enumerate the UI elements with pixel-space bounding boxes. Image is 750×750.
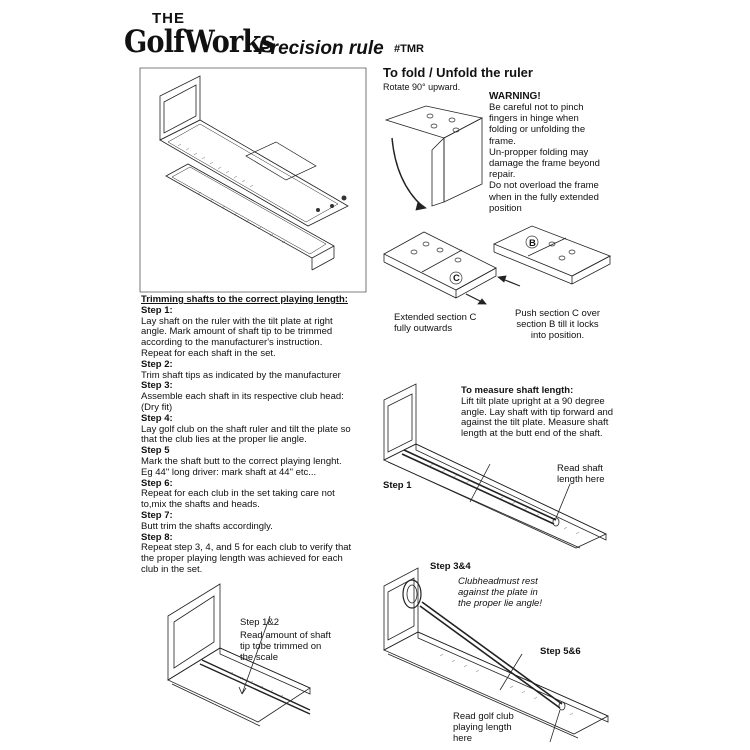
section-b-label: B — [529, 238, 536, 249]
step-text: club in the set. — [141, 563, 203, 575]
clubhead-note-line: against the plate in — [458, 587, 538, 598]
step-text: the proper playing length was achieved f… — [141, 553, 343, 565]
step34-label: Step 3&4 — [430, 561, 471, 572]
step-text: according to the manufacturer's instruct… — [141, 337, 323, 349]
step-text: Assemble each shaft in its respective cl… — [141, 391, 344, 403]
step-label: Step 1: — [141, 304, 173, 316]
step12-label: Step 1&2 — [240, 617, 280, 628]
step-text: Lay golf club on the shaft ruler and til… — [141, 423, 351, 435]
push-caption: Push section C over section B till it lo… — [515, 308, 600, 341]
brand-logo: GolfWorks — [124, 24, 276, 60]
step-label: Step 4: — [141, 412, 173, 424]
model-code: #TMR — [394, 43, 424, 55]
step1-label: Step 1 — [383, 480, 412, 491]
extend-caption-line: Extended section C — [394, 312, 477, 323]
read-golf-line: Read golf club — [453, 711, 514, 722]
step-text: Trim shaft tips as indicated by the manu… — [141, 369, 341, 381]
step-text: (Dry fit) — [141, 401, 173, 413]
ruler-exploded-drawing — [138, 66, 368, 294]
extend-section-c-drawing — [382, 228, 500, 310]
step-label: Step 5 — [141, 445, 170, 457]
read-shaft-note: Read shaft length here — [557, 463, 605, 485]
warning-line: when in the fully extended — [489, 191, 599, 203]
measure-text: angle. Lay shaft with tip forward and — [461, 406, 614, 418]
warning-line: Be careful not to pinch — [489, 102, 584, 113]
measure-title: To measure shaft length: — [461, 385, 574, 396]
step-label: Step 8: — [141, 531, 173, 543]
section-c-label: C — [453, 273, 460, 284]
measure-text: length at the butt end of the shaft. — [461, 428, 603, 440]
measure-shaft-drawing — [380, 382, 610, 550]
measure-text: against the tilt plate. Measure shaft — [461, 417, 609, 429]
step-text: that the club lies at the proper lie ang… — [141, 434, 307, 446]
step-text: Mark the shaft butt to the correct playi… — [141, 455, 342, 467]
warning-line: Un-propper folding may — [489, 146, 589, 158]
warning-line: Do not overload the frame — [489, 180, 599, 192]
fold-rotation-drawing — [382, 98, 488, 210]
push-section-drawing — [492, 222, 614, 304]
push-caption-line: into position. — [530, 330, 585, 341]
trimming-instructions: Trimming shafts to the correct playing l… — [141, 294, 381, 576]
read-shaft-line: Read shaft — [557, 463, 603, 474]
warning-line: frame. — [489, 135, 516, 147]
step-text: Butt trim the shafts accordingly. — [141, 520, 273, 532]
clubhead-note-line: Clubheadmust rest — [458, 576, 538, 587]
step-label: Step 7: — [141, 509, 173, 521]
step-label: Step 2: — [141, 358, 173, 370]
step-text: Eg 44" long driver: mark shaft at 44" et… — [141, 466, 317, 478]
fold-heading: To fold / Unfold the ruler — [383, 65, 533, 80]
step56-label: Step 5&6 — [540, 646, 581, 657]
push-caption-line: Push section C over — [515, 308, 601, 319]
warning-text: Be careful not to pinch fingers in hinge… — [489, 102, 617, 214]
step-text: Lay shaft on the ruler with the tilt pla… — [141, 315, 333, 327]
warning-line: folding or unfolding the — [489, 124, 586, 136]
step34-drawing — [380, 566, 612, 744]
warning-line: repair. — [489, 169, 516, 181]
step12-note: Step 1&2 Read amount of shaft tip tobe t… — [240, 617, 331, 663]
warning-title: WARNING! — [489, 91, 541, 102]
step-text: Repeat for each shaft in the set. — [141, 347, 276, 359]
warning-line: position — [489, 202, 522, 214]
warning-line: fingers in hinge when — [489, 113, 579, 125]
measure-text: Lift tilt plate upright at a 90 degree — [461, 395, 605, 407]
rotate-instruction: Rotate 90° upward. — [383, 82, 461, 92]
step-text: Repeat for each club in the set taking c… — [141, 488, 335, 500]
push-caption-line: section B till it locks — [516, 319, 599, 330]
step-text: to,mix the shafts and heads. — [141, 499, 260, 511]
extend-caption: Extended section C fully outwards — [394, 312, 476, 334]
step12-line: tip tobe trimmed on — [240, 641, 322, 652]
step-label: Step 3: — [141, 380, 173, 392]
product-title: Precision rule — [258, 38, 384, 59]
step-text: Repeat step 3, 4, and 5 for each club to… — [141, 542, 352, 554]
step12-line: the scale — [240, 652, 279, 663]
brand-the: THE — [152, 10, 185, 27]
step12-line: Read amount of shaft — [240, 630, 331, 641]
read-golf-line: playing length — [453, 722, 512, 733]
step12-drawing — [160, 576, 312, 734]
step-text: angle. Mark amount of shaft tip to be tr… — [141, 326, 333, 338]
warning-line: damage the frame beyond — [489, 158, 600, 170]
clubhead-note-line: the proper lie angle! — [458, 598, 542, 609]
read-shaft-line: length here — [557, 474, 605, 485]
step-label: Step 6: — [141, 477, 173, 489]
read-golf-note: Read golf club playing length here — [453, 711, 514, 744]
measure-instructions: To measure shaft length: Lift tilt plate… — [461, 385, 614, 440]
extend-caption-line: fully outwards — [394, 323, 453, 334]
read-golf-line: here — [453, 733, 473, 744]
clubhead-note: Clubheadmust rest against the plate in t… — [458, 576, 542, 609]
trimming-heading: Trimming shafts to the correct playing l… — [141, 294, 348, 305]
